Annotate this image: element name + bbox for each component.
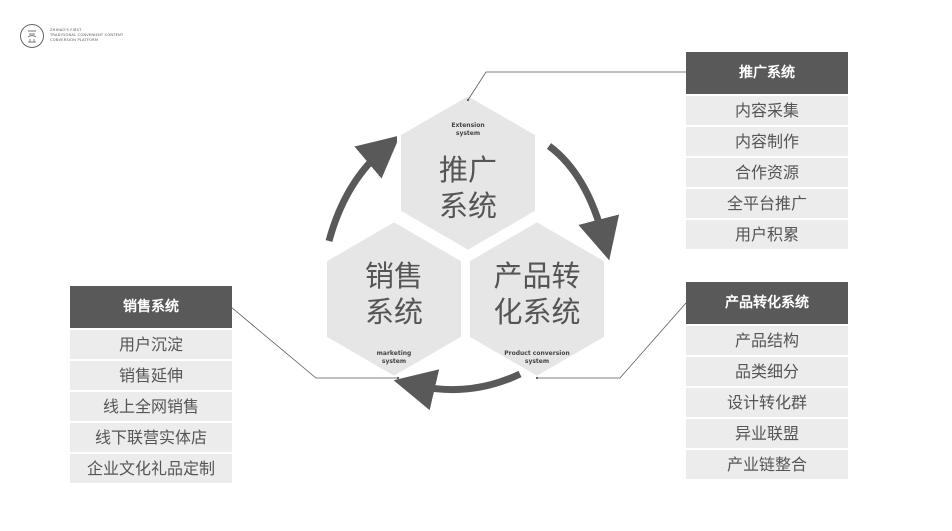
panel-sales-list: 用户沉淀 销售延伸 线上全网销售 线下联营实体店 企业文化礼品定制 — [70, 330, 232, 483]
panel-sales: 销售系统 用户沉淀 销售延伸 线上全网销售 线下联营实体店 企业文化礼品定制 — [70, 286, 232, 483]
logo-tagline: ZHIHAO'S FIRST TRADITIONAL CONVENIENT CO… — [50, 28, 160, 43]
panel-sales-item: 线上全网销售 — [70, 392, 232, 421]
panel-sales-item: 企业文化礼品定制 — [70, 454, 232, 483]
hex-right-label: 产品转 化系统 — [477, 258, 597, 330]
panel-promotion-item: 用户积累 — [686, 220, 848, 249]
hex-left-label-line: 销售 — [364, 259, 423, 293]
hex-left-subtitle-line: marketing — [376, 350, 412, 357]
panel-product-item: 产品结构 — [686, 326, 848, 355]
hex-right-subtitle: Product conversion system — [487, 350, 587, 366]
panel-product: 产品转化系统 产品结构 品类细分 设计转化群 异业联盟 产业链整合 — [686, 282, 848, 479]
hex-top-label-line: 推广 — [438, 153, 497, 187]
hex-right-subtitle-line: Product conversion — [504, 350, 570, 357]
logo-glyph-icon — [27, 30, 37, 43]
panel-product-item: 产业链整合 — [686, 450, 848, 479]
panel-promotion: 推广系统 内容采集 内容制作 合作资源 全平台推广 用户积累 — [686, 52, 848, 249]
logo-emblem — [20, 24, 44, 48]
logo-line: TRADITIONAL CONVENIENT CONTENT — [50, 33, 124, 37]
hex-top-subtitle-line: Extension — [451, 122, 485, 129]
panel-promotion-list: 内容采集 内容制作 合作资源 全平台推广 用户积累 — [686, 96, 848, 249]
panel-promotion-item: 全平台推广 — [686, 189, 848, 218]
connector-product — [535, 302, 687, 380]
cycle-arrow-top-to-right — [546, 143, 620, 261]
panel-product-item: 品类细分 — [686, 357, 848, 386]
logo-line: CONVERSION PLATFORM — [50, 38, 99, 42]
panel-sales-item: 用户沉淀 — [70, 330, 232, 359]
logo-line: ZHIHAO'S FIRST — [50, 28, 82, 32]
panel-product-title: 产品转化系统 — [686, 282, 848, 324]
hex-right-label-line: 化系统 — [493, 295, 581, 329]
hex-left-subtitle-line: system — [381, 358, 407, 365]
hex-left-subtitle: marketing system — [344, 350, 444, 366]
hexagon-extension — [397, 91, 539, 255]
panel-sales-item: 线下联营实体店 — [70, 423, 232, 452]
hex-top-label-line: 系统 — [438, 189, 497, 223]
connector-promotion — [466, 71, 686, 102]
cycle-arrow-left-to-top — [325, 135, 401, 242]
panel-promotion-item: 合作资源 — [686, 158, 848, 187]
hex-top-subtitle-line: system — [455, 130, 481, 137]
hex-top-subtitle: Extension system — [418, 122, 518, 138]
panel-sales-title: 销售系统 — [70, 286, 232, 328]
panel-sales-item: 销售延伸 — [70, 361, 232, 390]
hex-right-subtitle-line: system — [524, 358, 550, 365]
hex-left-label: 销售 系统 — [334, 258, 454, 330]
panel-product-item: 异业联盟 — [686, 419, 848, 448]
panel-product-item: 设计转化群 — [686, 388, 848, 417]
panel-promotion-title: 推广系统 — [686, 52, 848, 94]
panel-promotion-item: 内容采集 — [686, 96, 848, 125]
connector-sales — [230, 306, 400, 380]
panel-promotion-item: 内容制作 — [686, 127, 848, 156]
cycle-arrow-right-to-bottom — [393, 369, 522, 411]
hex-right-label-line: 产品转 — [493, 259, 581, 293]
hex-top-label: 推广 系统 — [418, 152, 518, 224]
hex-left-label-line: 系统 — [364, 295, 423, 329]
panel-product-list: 产品结构 品类细分 设计转化群 异业联盟 产业链整合 — [686, 326, 848, 479]
